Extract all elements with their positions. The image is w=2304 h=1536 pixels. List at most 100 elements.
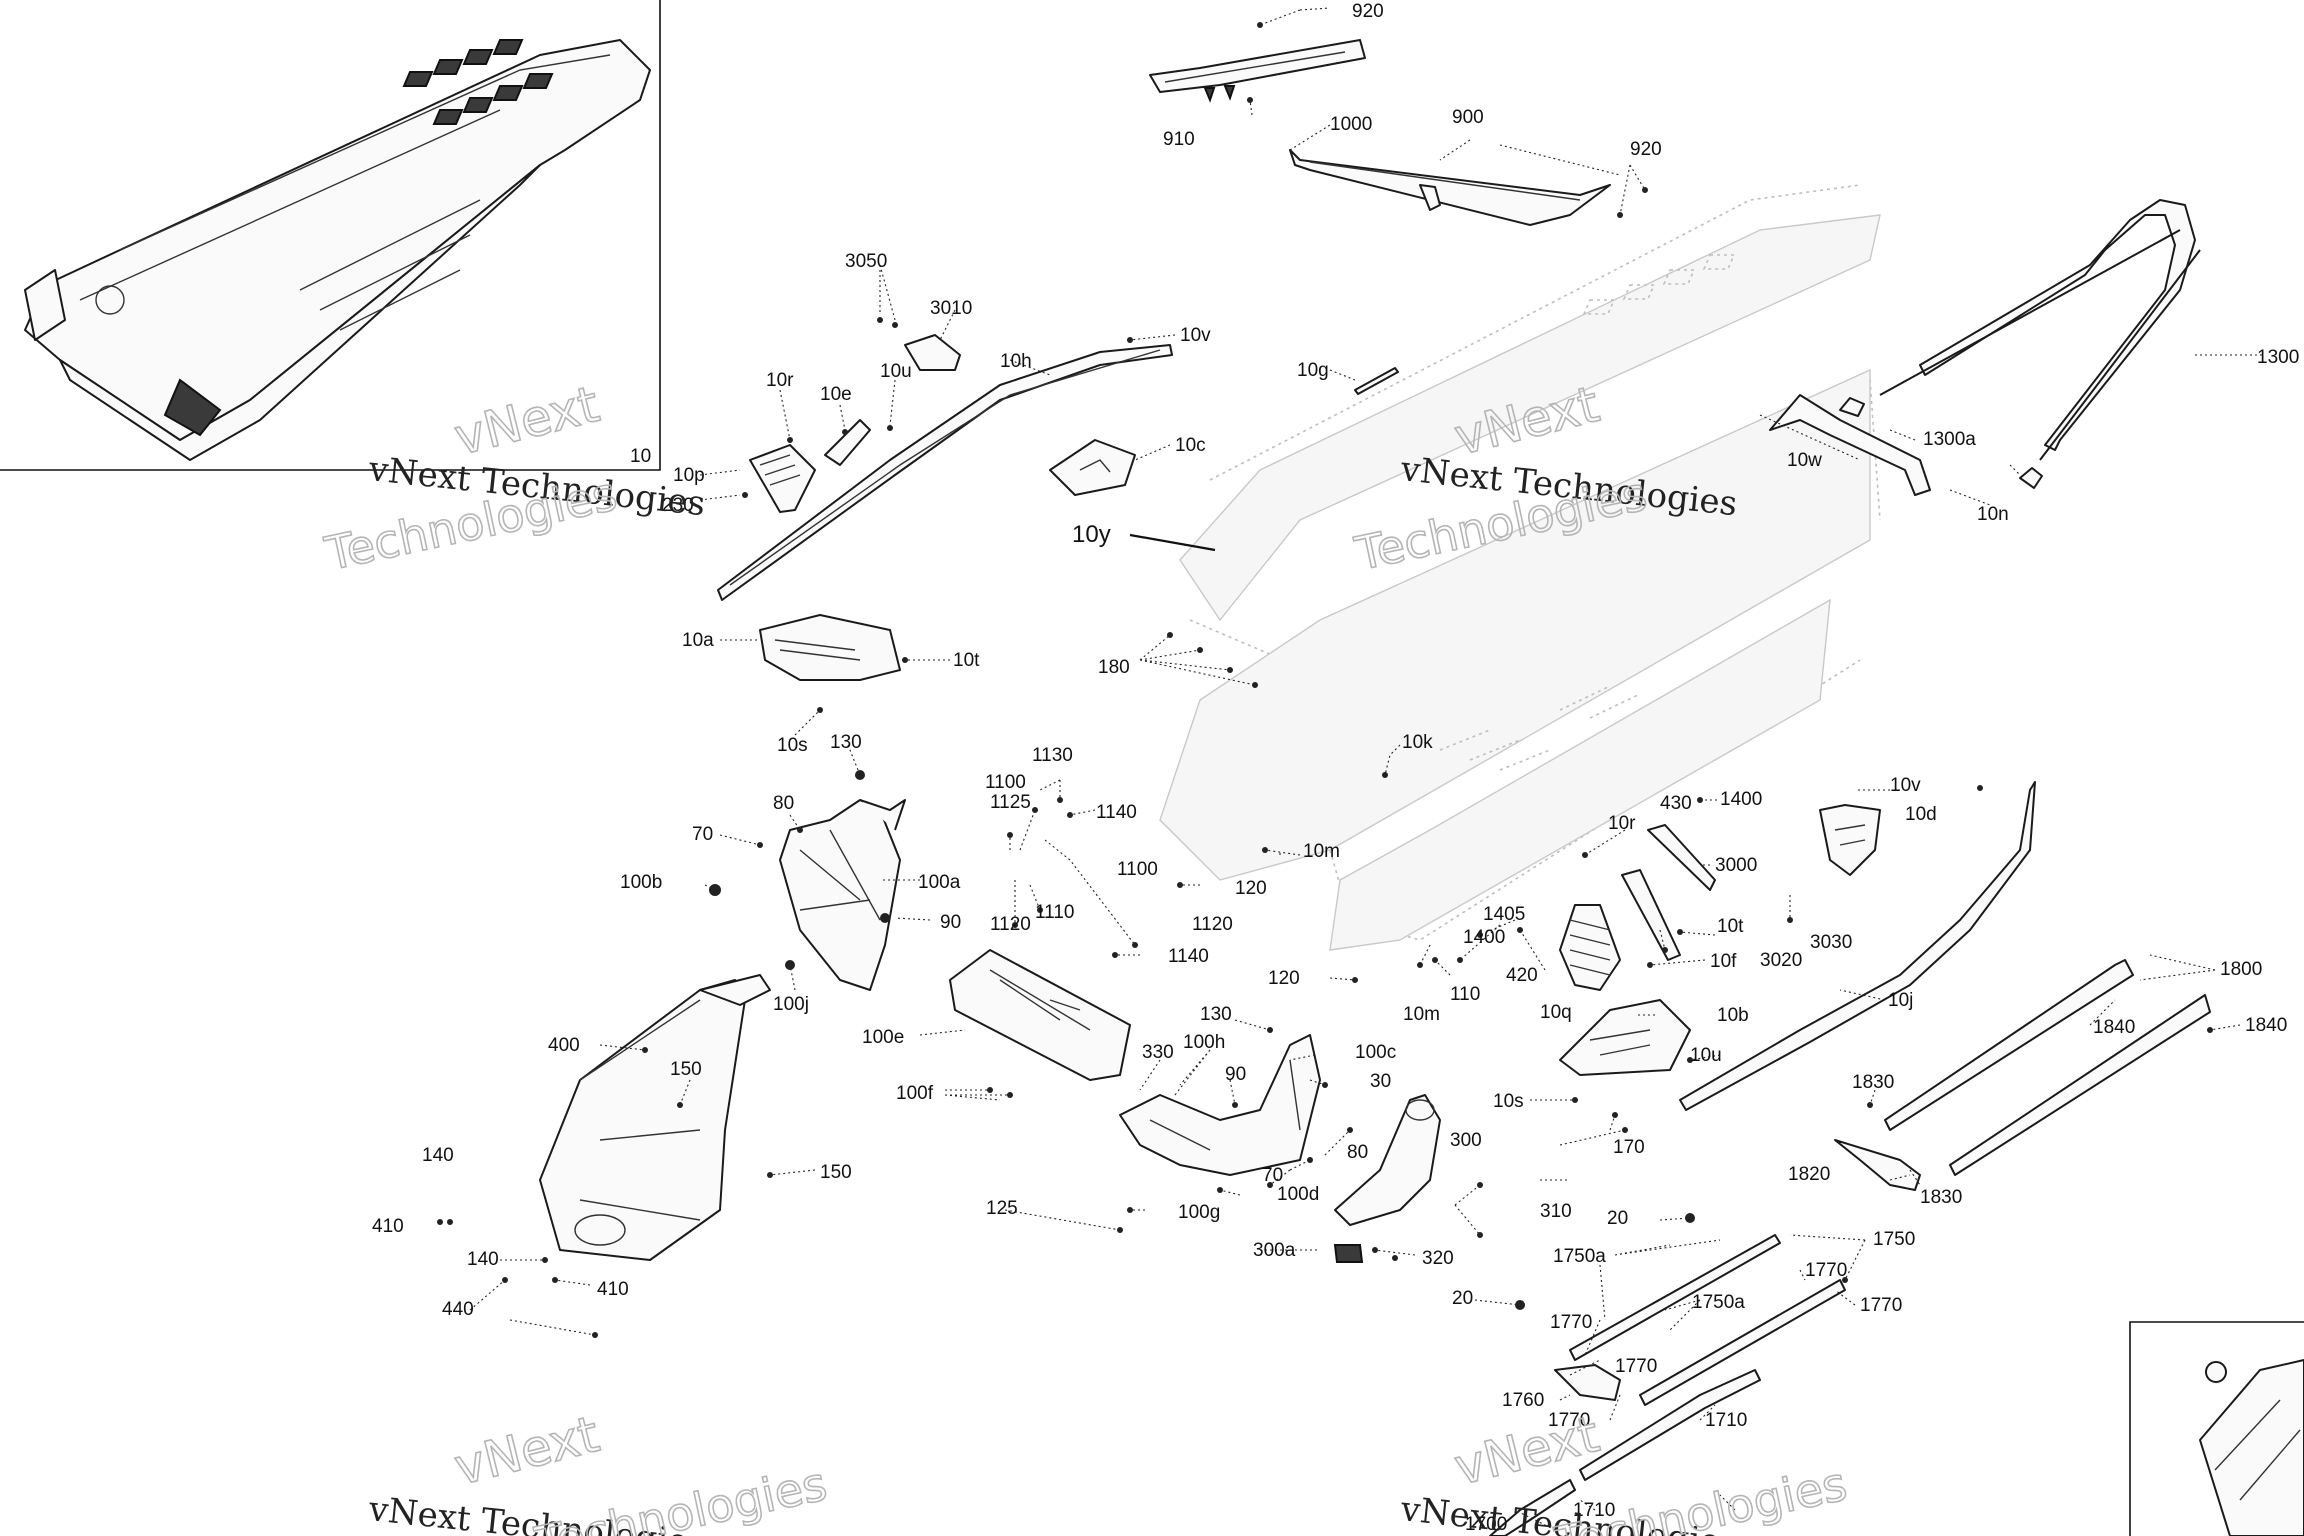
callout-1750a-b: 1750a <box>1692 1292 1745 1313</box>
callout-100b: 100b <box>620 872 662 893</box>
callout-180: 180 <box>1098 657 1130 678</box>
callout-10a: 10a <box>682 630 714 651</box>
callout-150-a: 150 <box>670 1059 702 1080</box>
callout-3020: 3020 <box>1760 950 1802 971</box>
callout-1140-a: 1140 <box>1096 802 1137 823</box>
callout-1770-b: 1770 <box>1860 1295 1902 1316</box>
callout-10t-right: 10t <box>1717 916 1744 937</box>
callout-1140-b: 1140 <box>1168 946 1209 967</box>
callout-90-left: 90 <box>940 912 961 933</box>
assembled-tunnel-illustration <box>24 39 651 461</box>
leader-lines <box>469 7 2265 1531</box>
callout-10b: 10b <box>1717 1005 1749 1026</box>
callout-140-a: 140 <box>422 1145 454 1166</box>
callout-70-mid: 70 <box>1262 1165 1283 1186</box>
callout-10k: 10k <box>1402 732 1433 753</box>
callout-1840-b: 1840 <box>2245 1015 2287 1036</box>
callout-1110: 1110 <box>1035 902 1074 923</box>
callout-3050: 3050 <box>845 251 887 272</box>
callout-10r-top: 10r <box>766 370 794 391</box>
callout-100f: 100f <box>896 1083 934 1104</box>
callout-130-left: 130 <box>830 732 862 753</box>
callout-130-mid: 130 <box>1200 1004 1232 1025</box>
ghost-tunnel <box>1159 184 1881 951</box>
bracket-10d <box>1819 804 1881 876</box>
watermark-vnext-outline: vNext <box>1449 1405 1605 1497</box>
callout-1400-a: 1400 <box>1720 789 1762 810</box>
callout-10v-right: 10v <box>1890 775 1921 796</box>
callout-1770-c: 1770 <box>1550 1312 1592 1333</box>
callout-1710-a: 1710 <box>1705 1410 1747 1431</box>
callout-1300a: 1300a <box>1923 429 1976 450</box>
callout-1405: 1405 <box>1483 904 1525 925</box>
callout-20-b: 20 <box>1452 1288 1473 1309</box>
callout-10q: 10q <box>1540 1002 1572 1023</box>
callout-1100-a: 1100 <box>985 772 1026 793</box>
callout-10s-right: 10s <box>1493 1091 1524 1112</box>
callout-120-a: 120 <box>1235 878 1267 899</box>
plate-10b <box>1559 999 1691 1076</box>
callout-10f: 10f <box>1710 951 1737 972</box>
bracket-10e <box>824 419 871 466</box>
callout-10y: 10y <box>1072 521 1111 548</box>
callout-10h: 10h <box>1000 351 1032 372</box>
callout-10n: 10n <box>1977 504 2009 525</box>
callout-300: 300 <box>1450 1130 1482 1151</box>
rail-10j <box>1679 781 2036 1111</box>
callout-320: 320 <box>1422 1248 1454 1269</box>
callout-10m-a: 10m <box>1303 841 1340 862</box>
callout-30: 30 <box>1370 1071 1391 1092</box>
top-rails <box>1149 39 1611 226</box>
plate-10a <box>759 614 901 681</box>
callout-140-b: 140 <box>467 1249 499 1270</box>
callout-910: 910 <box>1163 129 1195 150</box>
bracket-10c <box>1049 439 1136 496</box>
inset-top-left: 10 <box>0 0 661 471</box>
callout-110: 110 <box>1450 984 1480 1005</box>
callout-10c: 10c <box>1175 435 1206 456</box>
callout-1840-a: 1840 <box>2093 1017 2135 1038</box>
frame-100c <box>1119 1034 1321 1176</box>
callout-100g: 100g <box>1178 1202 1220 1223</box>
callout-100e: 100e <box>862 1027 904 1048</box>
callout-10j: 10j <box>1888 990 1913 1011</box>
callout-20-a: 20 <box>1607 1208 1628 1229</box>
callout-420: 420 <box>1506 965 1538 986</box>
callout-labels: 920 910 1000 900 920 1300 1300a 10w 10n … <box>372 1 2299 1535</box>
callout-430: 430 <box>1660 793 1692 814</box>
u-bar-1300 <box>1839 199 2201 489</box>
callout-900: 900 <box>1452 107 1484 128</box>
callout-125: 125 <box>986 1198 1018 1219</box>
callout-1400-b: 1400 <box>1463 927 1505 948</box>
watermark-bottom-left: vNext vNext Technologies Technologies <box>366 1404 832 1536</box>
callout-10v-top: 10v <box>1180 325 1211 346</box>
callout-3010: 3010 <box>930 298 972 319</box>
callout-170: 170 <box>1613 1137 1645 1158</box>
bulkhead-400 <box>539 974 771 1261</box>
callout-100j: 100j <box>773 994 809 1015</box>
callout-80-mid: 80 <box>1347 1142 1368 1163</box>
grille-10q <box>1559 904 1621 991</box>
bracket-10g <box>1354 367 1399 395</box>
callout-3030: 3030 <box>1810 932 1852 953</box>
callout-10e: 10e <box>820 384 852 405</box>
callout-1830-b: 1830 <box>1920 1187 1962 1208</box>
callout-100h: 100h <box>1183 1032 1225 1053</box>
bracket-3010 <box>904 334 961 371</box>
callout-1120-a: 1120 <box>990 914 1031 935</box>
callout-150-b: 150 <box>820 1162 852 1183</box>
callout-3000: 3000 <box>1715 855 1757 876</box>
bumper-300a <box>1333 1244 1364 1263</box>
callout-410-b: 410 <box>597 1279 629 1300</box>
callout-920-top: 920 <box>1352 1 1384 22</box>
bracket-300 <box>1334 1094 1441 1226</box>
watermark-bottom-center: vNext vNext Technologies Technologies <box>1398 1404 1852 1536</box>
rail-10h <box>717 344 1173 601</box>
callout-230: 230 <box>662 495 694 516</box>
callout-1120-b: 1120 <box>1192 914 1233 935</box>
callout-10p: 10p <box>673 465 705 486</box>
inset-bottom-right <box>2129 1321 2304 1536</box>
callout-1300: 1300 <box>2257 347 2299 368</box>
callout-440: 440 <box>442 1299 474 1320</box>
